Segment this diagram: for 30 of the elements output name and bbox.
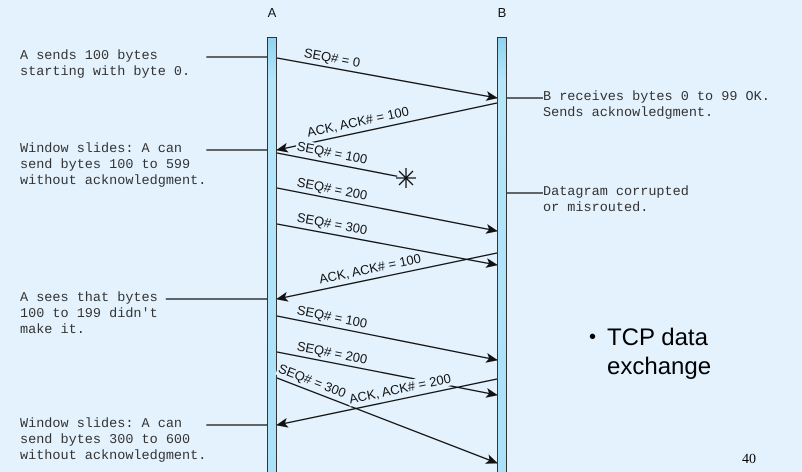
page-number: 40 <box>742 452 756 468</box>
message-label: ACK, ACK# = 200 <box>346 371 454 407</box>
callout-text: Window slides: A can send bytes 100 to 599 without acknowledgment. <box>20 142 206 190</box>
message-label: SEQ# = 0 <box>302 46 362 70</box>
message-arrow <box>276 315 498 363</box>
callout-text: A sees that bytes 100 to 199 didn't make it. <box>20 291 166 339</box>
message-line <box>276 152 398 177</box>
leader-line <box>507 192 543 194</box>
leader-line <box>206 424 267 426</box>
leader-line <box>206 149 267 151</box>
callout-text: Datagram corrupted or misrouted. <box>543 185 697 217</box>
callout-text: B receives bytes 0 to 99 OK. Sends acknowledgment. <box>543 90 778 122</box>
callout-text: A sends 100 bytes starting with byte 0. <box>20 49 206 81</box>
leader-line <box>507 97 543 99</box>
message-arrow <box>276 377 498 464</box>
star-mark <box>396 168 416 188</box>
leader-line <box>206 56 267 58</box>
callout-text: Window slides: A can send bytes 300 to 600 without acknowledgment. <box>20 417 206 465</box>
message-arrow <box>276 378 498 428</box>
message-arrow <box>276 57 498 101</box>
message-label: SEQ# = 200 <box>294 174 370 202</box>
message-arrow <box>276 187 498 234</box>
bullet-mark: • <box>589 325 596 350</box>
lifeline-heading: B <box>496 5 508 20</box>
message-arrow <box>276 223 498 268</box>
message-arrow <box>276 252 498 302</box>
leader-line <box>166 298 267 300</box>
lifeline-heading: A <box>266 5 278 20</box>
message-arrow <box>276 102 498 153</box>
bullet-text: TCP data exchange <box>607 323 712 381</box>
